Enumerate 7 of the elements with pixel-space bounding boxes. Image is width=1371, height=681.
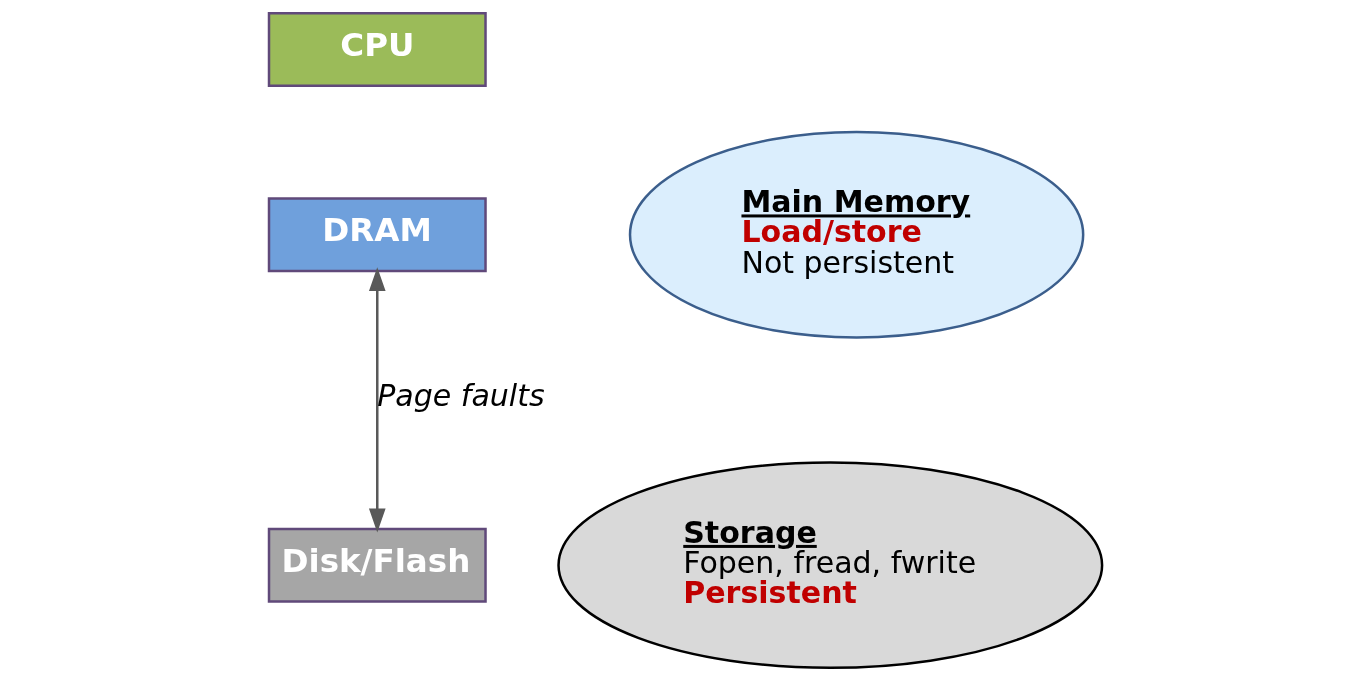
node-ellipse: Main Memory Load/store Not persistent [628,130,1085,339]
node-ellipse: Storage Fopen, fread, fwrite Persistent [557,461,1104,670]
node-box: DRAM [267,197,487,273]
edge-label: Page faults [377,378,545,414]
node-box: Disk/Flash [267,527,487,603]
arrow [368,267,386,533]
node-box: CPU [267,11,487,87]
